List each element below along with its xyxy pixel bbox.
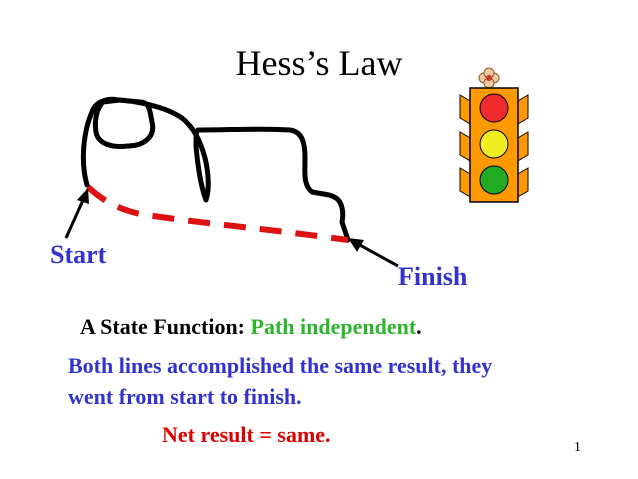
net-result-text: Net result = same. — [162, 422, 331, 447]
green-lamp — [479, 165, 509, 195]
yellow-lamp — [479, 129, 509, 159]
finish-label: Finish — [398, 262, 468, 291]
page-number: 1 — [574, 440, 581, 455]
start-arrow-icon — [64, 188, 89, 239]
both-lines-text: Both lines accomplished the same result,… — [68, 353, 493, 409]
finish-arrow-icon — [348, 238, 399, 268]
solid-path — [80, 96, 351, 243]
state-function-period: . — [416, 314, 422, 339]
slide-title: Hess’s Law — [235, 43, 403, 83]
dashed-path — [85, 184, 349, 243]
red-lamp — [479, 93, 509, 123]
state-function-line: A State Function: Path independent. — [80, 314, 422, 340]
state-function-key: A State Function: — [80, 314, 245, 339]
traffic-light-icon — [459, 67, 529, 203]
state-function-value: Path independent — [250, 314, 417, 339]
start-label: Start — [50, 240, 107, 269]
